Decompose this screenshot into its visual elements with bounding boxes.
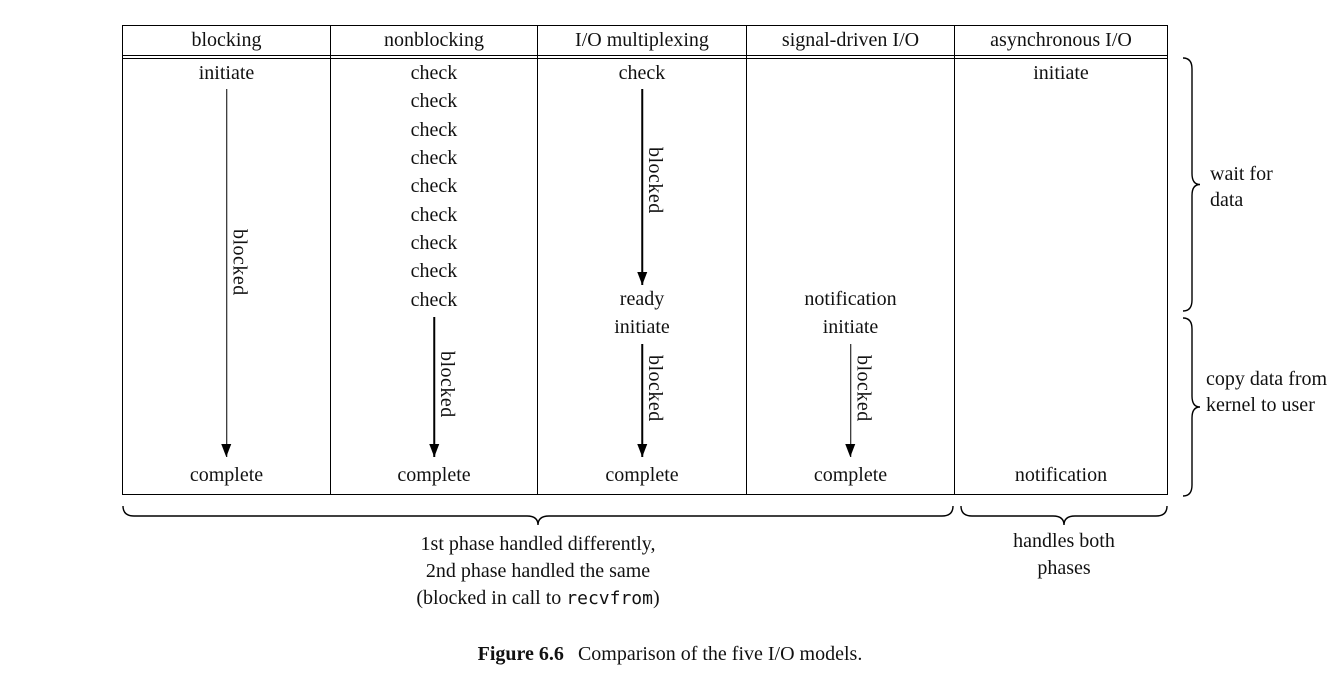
event-check: check bbox=[410, 260, 458, 282]
event-check: check bbox=[410, 90, 458, 112]
event-complete: complete bbox=[397, 464, 471, 486]
copy-data-label: copy data from kernel to user bbox=[1206, 368, 1328, 416]
event-notification: notification bbox=[804, 288, 897, 310]
column-header-asynchronous: asynchronous I/O bbox=[955, 26, 1167, 59]
column-header-nonblocking: nonblocking bbox=[331, 26, 537, 59]
phases-note-line2: 2nd phase handled the same bbox=[425, 560, 651, 582]
io-models-table: blocking initiate blocked complete nonbl… bbox=[122, 25, 1168, 495]
column-body-signal-driven: notification initiate blocked complete bbox=[747, 59, 954, 494]
phases-note: 1st phase handled differently, 2nd phase… bbox=[122, 531, 954, 612]
column-body-io-multiplexing: check blocked ready initiate blocked com… bbox=[538, 59, 746, 494]
phases-note-line3-suffix: ) bbox=[652, 587, 660, 609]
column-body-asynchronous: initiate notification bbox=[955, 59, 1167, 494]
blocked-label: blocked bbox=[644, 355, 666, 422]
copy-phase-brace-icon bbox=[1182, 317, 1201, 497]
event-initiate: initiate bbox=[198, 62, 255, 84]
phases-note-line3-prefix: (blocked in call to bbox=[416, 587, 567, 609]
event-initiate: initiate bbox=[822, 316, 879, 338]
event-complete: complete bbox=[189, 464, 264, 486]
blocked-label: blocked bbox=[436, 351, 458, 418]
column-io-multiplexing: I/O multiplexing check blocked ready ini… bbox=[538, 26, 747, 494]
event-initiate: initiate bbox=[1033, 62, 1089, 84]
event-check: check bbox=[410, 119, 458, 141]
event-check: check bbox=[618, 62, 666, 84]
recvfrom-code: recvfrom bbox=[566, 588, 653, 609]
event-check: check bbox=[410, 232, 458, 254]
phases-note-line1: 1st phase handled differently, bbox=[420, 533, 656, 555]
down-arrow-icon bbox=[225, 89, 228, 457]
column-header-blocking: blocking bbox=[123, 26, 330, 59]
figure-number: Figure 6.6 bbox=[477, 643, 564, 665]
column-body-nonblocking: check check check check check check chec… bbox=[331, 59, 537, 494]
event-check: check bbox=[410, 147, 458, 169]
event-check: check bbox=[410, 62, 458, 84]
figure-caption-text: Comparison of the five I/O models. bbox=[577, 643, 863, 665]
column-nonblocking: nonblocking check check check check chec… bbox=[331, 26, 538, 494]
down-arrow-icon bbox=[433, 317, 435, 457]
async-model-brace-icon bbox=[960, 505, 1168, 526]
wait-phase-brace-icon bbox=[1182, 57, 1201, 312]
down-arrow-icon bbox=[641, 89, 643, 285]
blocked-label: blocked bbox=[644, 147, 666, 214]
column-header-signal-driven: signal-driven I/O bbox=[747, 26, 954, 59]
blocked-label: blocked bbox=[228, 229, 251, 296]
event-initiate: initiate bbox=[614, 316, 670, 338]
handles-both-phases-label: handles both phases bbox=[1013, 530, 1115, 579]
event-check: check bbox=[410, 175, 458, 197]
event-ready: ready bbox=[619, 288, 665, 310]
event-check: check bbox=[410, 204, 458, 226]
wait-for-data-label: wait for data bbox=[1210, 163, 1273, 211]
figure-caption: Figure 6.6 Comparison of the five I/O mod… bbox=[0, 641, 1340, 667]
event-notification: notification bbox=[1014, 464, 1108, 486]
event-check: check bbox=[410, 289, 458, 311]
first-four-models-brace-icon bbox=[122, 505, 954, 526]
column-header-io-multiplexing: I/O multiplexing bbox=[538, 26, 746, 59]
column-blocking: blocking initiate blocked complete bbox=[123, 26, 331, 494]
down-arrow-icon bbox=[641, 344, 643, 457]
down-arrow-icon bbox=[849, 344, 852, 457]
column-body-blocking: initiate blocked complete bbox=[123, 59, 330, 494]
column-asynchronous: asynchronous I/O initiate notification bbox=[955, 26, 1167, 494]
blocked-label: blocked bbox=[852, 355, 875, 422]
phases-note-line3: (blocked in call to recvfrom) bbox=[122, 585, 954, 612]
event-complete: complete bbox=[605, 464, 679, 486]
event-complete: complete bbox=[813, 464, 888, 486]
column-signal-driven: signal-driven I/O notification initiate … bbox=[747, 26, 955, 494]
